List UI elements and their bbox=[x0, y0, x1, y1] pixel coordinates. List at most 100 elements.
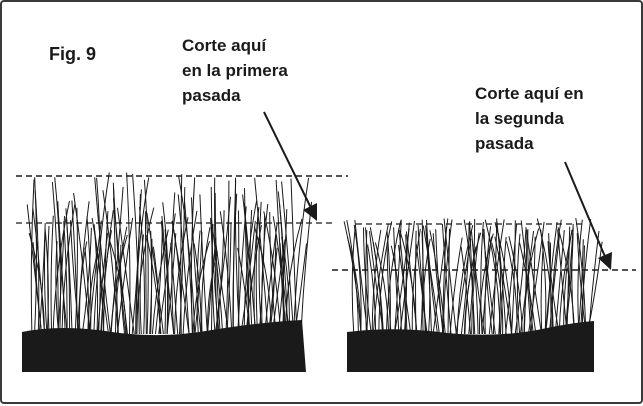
grass-blade bbox=[139, 234, 144, 335]
grass-blade bbox=[290, 178, 298, 335]
grass-blade bbox=[63, 221, 68, 335]
grass-blade bbox=[540, 229, 547, 335]
figure-number: Fig. 9 bbox=[49, 44, 97, 64]
grass-blade bbox=[225, 180, 230, 335]
grass-blade bbox=[226, 223, 232, 335]
grass-blade bbox=[554, 230, 565, 335]
grass-blade bbox=[374, 242, 390, 335]
grass-blade bbox=[577, 219, 583, 335]
grass-blade bbox=[442, 219, 453, 335]
grass-blade bbox=[116, 217, 134, 335]
grass-blade bbox=[484, 226, 492, 335]
grass-blade bbox=[237, 210, 240, 335]
grass-blade bbox=[460, 246, 471, 335]
arrow-first-pass bbox=[263, 111, 313, 211]
grass-blade bbox=[161, 215, 175, 335]
grass-blade bbox=[494, 221, 512, 335]
grass-blade bbox=[420, 219, 424, 335]
grass-blade bbox=[536, 218, 554, 335]
short-grass-clump bbox=[343, 218, 603, 335]
grass-blade bbox=[346, 220, 359, 335]
callout-first-pass-line: Corte aquí bbox=[182, 36, 267, 55]
grass-blade bbox=[81, 227, 92, 335]
callout-first-pass-line: en la primera bbox=[182, 61, 288, 80]
grass-blade bbox=[580, 219, 592, 335]
grass-blade bbox=[94, 230, 109, 335]
grass-blade bbox=[102, 190, 119, 335]
grass-blade bbox=[455, 238, 472, 335]
grass-blade bbox=[103, 211, 109, 335]
grass-blade bbox=[57, 216, 65, 335]
grass-blade bbox=[30, 179, 35, 335]
grass-blade bbox=[500, 236, 507, 335]
grass-blade bbox=[351, 228, 356, 335]
grass-blade bbox=[275, 179, 286, 335]
grass-blade bbox=[300, 201, 313, 335]
arrowhead-second-pass-icon bbox=[598, 252, 612, 270]
grass-blade bbox=[193, 243, 202, 335]
grass-blade bbox=[177, 194, 190, 335]
grass-blade bbox=[367, 244, 377, 335]
soil-mound-left bbox=[22, 320, 306, 372]
grass-blade bbox=[422, 225, 440, 335]
grass-blade bbox=[429, 230, 446, 335]
grass-blade bbox=[162, 202, 169, 335]
grass-blade bbox=[432, 233, 445, 335]
grass-blade bbox=[545, 242, 552, 335]
callout-first-pass: Corte aquí en la primera pasada bbox=[182, 33, 288, 108]
grass-blade bbox=[144, 211, 147, 335]
grass-blade bbox=[211, 223, 216, 335]
grass-blade bbox=[354, 219, 369, 335]
grass-blade bbox=[249, 209, 253, 335]
grass-blade bbox=[192, 241, 210, 335]
grass-blade bbox=[523, 230, 528, 335]
grass-blade bbox=[386, 242, 392, 335]
grass-blade bbox=[422, 238, 431, 335]
grass-blade bbox=[139, 207, 145, 335]
grass-blade bbox=[214, 237, 230, 335]
grass-blade bbox=[182, 210, 198, 335]
callout-second-pass-line: pasada bbox=[475, 134, 534, 153]
grass-blade bbox=[548, 234, 561, 335]
grass-blade bbox=[443, 218, 457, 335]
grass-blade bbox=[343, 221, 362, 335]
grass-blade bbox=[506, 241, 518, 335]
grass-blade bbox=[469, 221, 476, 335]
grass-blade bbox=[74, 207, 78, 335]
grass-blade bbox=[214, 177, 219, 335]
grass-blade bbox=[166, 233, 177, 335]
grass-blade bbox=[471, 232, 480, 335]
callout-second-pass-line: Corte aquí en bbox=[475, 84, 584, 103]
grass-blade bbox=[44, 227, 49, 335]
grass-blade bbox=[470, 230, 486, 335]
grass-blade bbox=[54, 177, 62, 335]
grass-blade bbox=[403, 234, 408, 335]
grass-blade bbox=[146, 212, 164, 335]
grass-blade bbox=[170, 242, 179, 335]
grass-blade bbox=[93, 172, 110, 335]
grass-blade bbox=[143, 179, 149, 335]
arrowhead-first-pass-icon bbox=[303, 203, 317, 221]
grass-blade bbox=[57, 206, 66, 335]
grass-blade bbox=[264, 222, 278, 335]
grass-blade bbox=[586, 241, 603, 335]
grass-blade bbox=[263, 211, 282, 335]
grass-blade bbox=[494, 236, 513, 335]
grass-blade bbox=[365, 227, 369, 335]
grass-blade bbox=[65, 208, 73, 335]
grass-blade bbox=[346, 236, 362, 335]
grass-blade bbox=[516, 233, 521, 335]
grass-blade bbox=[243, 200, 258, 335]
grass-blade bbox=[51, 181, 59, 335]
grass-blade bbox=[484, 219, 501, 335]
soil-mound-right bbox=[347, 321, 594, 372]
grass-blade bbox=[126, 172, 131, 335]
grass-blade bbox=[117, 207, 135, 335]
grass-blade bbox=[210, 219, 224, 335]
grass-blade bbox=[397, 244, 412, 335]
grass-blade bbox=[120, 244, 125, 335]
grass-blade bbox=[258, 215, 266, 335]
grass-blade bbox=[32, 242, 43, 335]
grass-blade bbox=[210, 217, 220, 335]
